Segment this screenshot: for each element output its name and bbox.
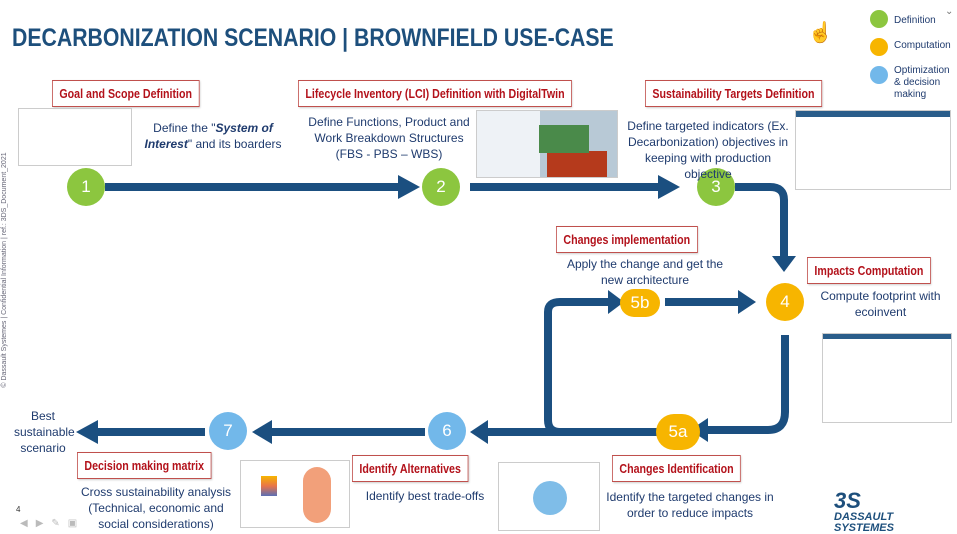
- arrowhead: [738, 290, 756, 314]
- step-2-node[interactable]: 2: [422, 168, 460, 206]
- step-5b-node[interactable]: 5b: [620, 289, 660, 317]
- legend-computation: Computation: [894, 40, 951, 51]
- arrowhead: [470, 420, 488, 444]
- step-7-node[interactable]: 7: [209, 412, 247, 450]
- hand-cursor-icon: ☝: [808, 22, 833, 44]
- system-of-interest-thumbnail: [18, 108, 132, 166]
- digital-twin-thumbnail: [476, 110, 618, 178]
- best-sustainable-scenario: Best sustainable scenario: [14, 409, 75, 455]
- legend-definition: Definition: [894, 15, 936, 26]
- step-3-label: Sustainability Targets Definition: [645, 80, 822, 107]
- page-title: DECARBONIZATION SCENARIO | BROWNFIELD US…: [12, 24, 614, 52]
- step-7-label: Decision making matrix: [77, 452, 212, 479]
- decision-matrix-thumbnail: [240, 460, 350, 528]
- step-1-label: Goal and Scope Definition: [52, 80, 200, 107]
- step-1-desc: Define the "System of Interest" and its …: [144, 121, 282, 151]
- step-2-desc: Define Functions, Product and Work Break…: [308, 115, 470, 161]
- step-5a-desc: Identify the targeted changes in order t…: [606, 490, 774, 520]
- impacts-thumbnail: [822, 333, 952, 423]
- chevron-down-icon[interactable]: ⌄: [945, 6, 954, 17]
- step-3-desc: Define targeted indicators (Ex. Decarbon…: [627, 119, 789, 181]
- arrowhead: [608, 290, 624, 314]
- alternatives-radar-thumbnail: [498, 462, 600, 531]
- slide-controls[interactable]: ◀▶✎▣: [20, 518, 86, 529]
- step-6-desc: Identify best trade-offs: [365, 489, 485, 503]
- arrowhead: [658, 175, 680, 199]
- legend-dot-optimization: [870, 66, 888, 84]
- arrowhead: [252, 420, 272, 444]
- legend-dot-definition: [870, 10, 888, 28]
- step-7-desc: Cross sustainability analysis (Technical…: [80, 485, 232, 531]
- step-4-desc: Compute footprint with ecoinvent: [820, 289, 941, 319]
- step-2-label: Lifecycle Inventory (LCI) Definition wit…: [298, 80, 572, 107]
- page-number: 4: [16, 505, 21, 514]
- step-6-label: Identify Alternatives: [352, 455, 469, 482]
- arrowhead: [772, 256, 796, 272]
- arrowhead: [76, 420, 98, 444]
- step-5a-label: Changes Identification: [612, 455, 742, 482]
- step-5b-desc: Apply the change and get the new archite…: [566, 257, 724, 287]
- step-4-label: Impacts Computation: [807, 257, 931, 284]
- step-3-node[interactable]: 3: [697, 168, 735, 206]
- step-5b-label: Changes implementation: [556, 226, 698, 253]
- arrowhead: [398, 175, 420, 199]
- legend-dot-computation: [870, 38, 888, 56]
- step-5a-node[interactable]: 5a: [656, 414, 700, 450]
- legend-optimization: Optimization & decision making: [894, 65, 950, 100]
- step-1-node[interactable]: 1: [67, 168, 105, 206]
- targets-thumbnail: [795, 110, 951, 190]
- step-4-node[interactable]: 4: [766, 283, 804, 321]
- step-6-node[interactable]: 6: [428, 412, 466, 450]
